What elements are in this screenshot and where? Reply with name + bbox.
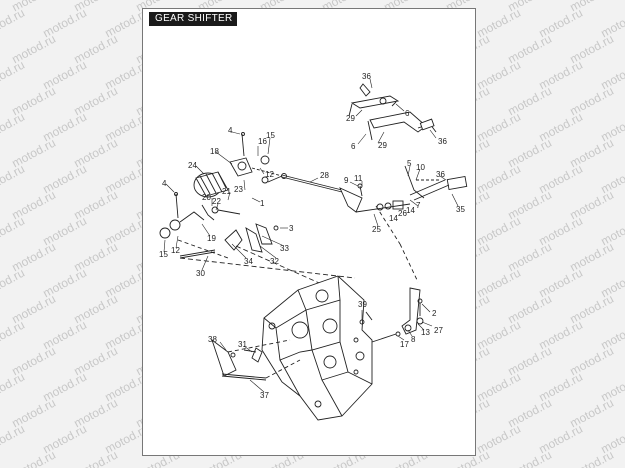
- linkage-rod-assembly: [355, 165, 468, 283]
- callout-32: 32: [270, 257, 279, 266]
- shifter-drum: [193, 171, 229, 198]
- callout-19: 19: [207, 234, 216, 243]
- callout-21: 21: [222, 187, 231, 196]
- callout-33: 33: [280, 244, 289, 253]
- callout-30: 30: [196, 269, 205, 278]
- external-shift-lever: [371, 287, 424, 343]
- callout-13: 13: [421, 328, 430, 337]
- callout-15: 15: [266, 131, 275, 140]
- callout-23: 23: [234, 185, 243, 194]
- shift-fork-levers: [177, 223, 279, 259]
- callout-18: 18: [210, 147, 219, 156]
- callout-31: 31: [238, 340, 247, 349]
- callout-2: 2: [432, 309, 437, 318]
- callout-14: 14: [389, 214, 398, 223]
- diagram-title: GEAR SHIFTER: [149, 12, 237, 26]
- callout-34: 34: [244, 257, 253, 266]
- callout-27: 27: [434, 326, 443, 335]
- shift-rod: [251, 167, 363, 213]
- callout-36: 36: [436, 170, 445, 179]
- callout-26: 26: [398, 209, 407, 218]
- callout-7: 7: [416, 201, 421, 210]
- callout-29: 29: [346, 114, 355, 123]
- callout-6: 6: [351, 142, 356, 151]
- leader-lines: [163, 78, 459, 393]
- callout-14: 14: [406, 206, 415, 215]
- shifter-pawl-assembly: [229, 132, 270, 177]
- callout-25: 25: [372, 225, 381, 234]
- callout-12: 12: [265, 170, 274, 179]
- callout-12: 12: [171, 246, 180, 255]
- callout-28: 28: [320, 171, 329, 180]
- callout-37: 37: [260, 391, 269, 400]
- callout-38: 38: [208, 335, 217, 344]
- callout-36: 36: [362, 72, 371, 81]
- callout-29: 29: [378, 141, 387, 150]
- callout-39: 39: [358, 300, 367, 309]
- callout-1: 1: [260, 199, 265, 208]
- callout-22: 22: [212, 197, 221, 206]
- callout-5: 5: [407, 159, 412, 168]
- callout-15: 15: [159, 250, 168, 259]
- callout-16: 16: [258, 137, 267, 146]
- callout-6: 6: [405, 109, 410, 118]
- transmission-housing: [261, 275, 373, 421]
- callout-9: 9: [344, 176, 349, 185]
- callout-24: 24: [188, 161, 197, 170]
- callout-11: 11: [354, 174, 363, 183]
- callout-3: 3: [289, 224, 294, 233]
- callout-17: 17: [400, 340, 409, 349]
- callout-4: 4: [162, 179, 167, 188]
- detent-lever-assembly: [211, 338, 301, 381]
- drum-left-parts: [159, 175, 283, 239]
- callout-20: 20: [202, 193, 211, 202]
- callout-36: 36: [438, 137, 447, 146]
- callout-10: 10: [416, 163, 425, 172]
- shift-lever-upper: [348, 83, 437, 141]
- callout-labels: 36 6 29 36 6 29 4 16 15 18 24 12 28 9 11…: [159, 72, 465, 400]
- callout-35: 35: [456, 205, 465, 214]
- callout-8: 8: [411, 335, 416, 344]
- callout-4: 4: [228, 126, 233, 135]
